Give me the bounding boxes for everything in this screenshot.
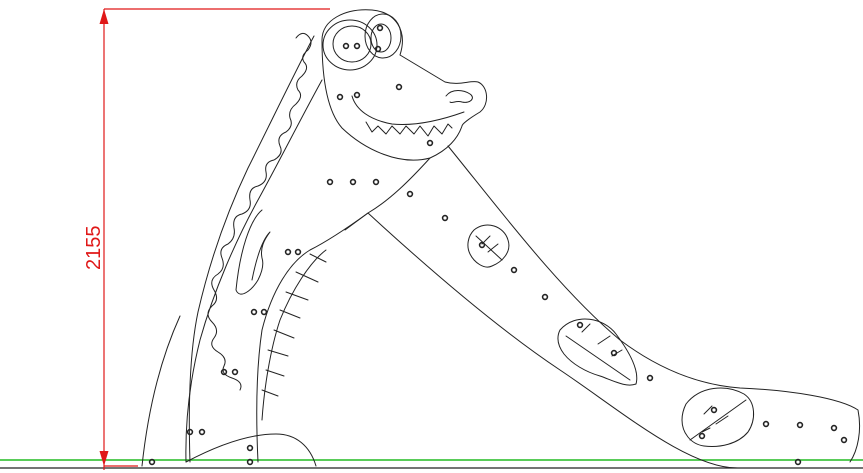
- leaf-decoration-3: [681, 387, 754, 447]
- height-dimension: 2155: [83, 8, 330, 470]
- crocodile-back-ridge: [207, 32, 312, 391]
- crocodile-body: [141, 9, 487, 467]
- slide-chute: [344, 145, 861, 469]
- crocodile-teeth: [365, 121, 453, 137]
- crocodile-mouth: [351, 95, 465, 125]
- crocodile-eye-right: [364, 13, 402, 59]
- mounting-holes: [148, 83, 848, 466]
- leaf-decoration-1: [467, 224, 510, 268]
- height-dimension-label: 2155: [83, 226, 105, 271]
- crocodile-head: [321, 9, 487, 161]
- crocodile-nostril: [445, 90, 473, 104]
- leaf-decoration-2: [557, 318, 638, 386]
- crocodile-eye-left: [322, 19, 378, 71]
- crocodile-front-leg: [235, 209, 271, 295]
- crocodile-belly: [261, 249, 327, 421]
